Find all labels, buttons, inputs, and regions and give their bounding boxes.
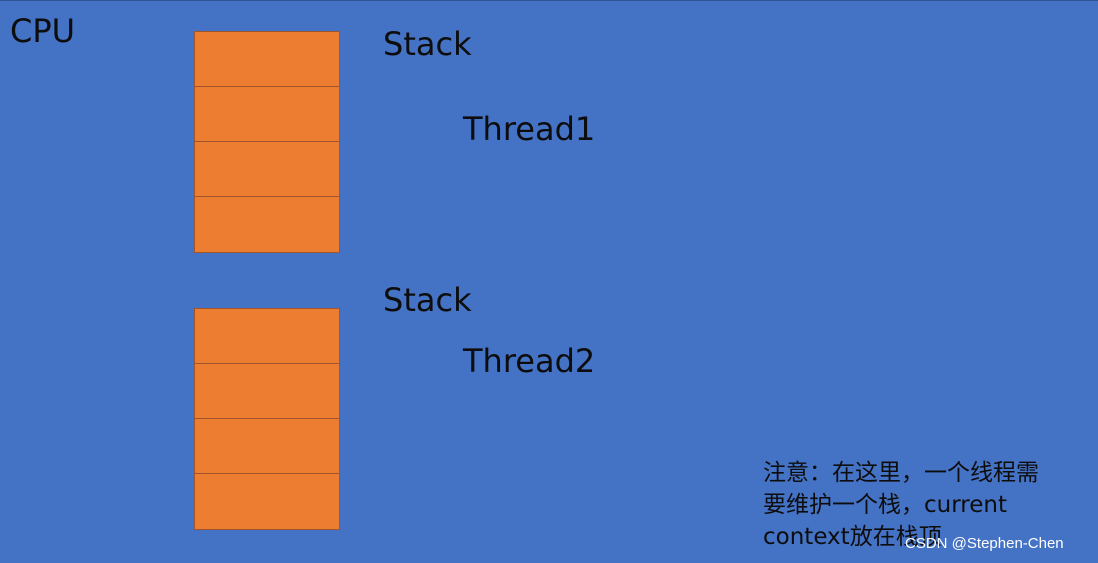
cpu-label: CPU	[10, 12, 76, 50]
watermark: CSDN @Stephen-Chen	[905, 535, 1064, 552]
stack-cell	[195, 419, 339, 474]
stack-cell	[195, 309, 339, 364]
note-text: 注意：在这里，一个线程需 要维护一个栈，current context放在栈顶	[763, 457, 1083, 553]
stack1-label: Stack	[383, 25, 472, 63]
top-border	[0, 0, 1098, 1]
stack2-label: Stack	[383, 281, 472, 319]
stack-cell	[195, 87, 339, 142]
stack-cell	[195, 197, 339, 252]
thread2-label: Thread2	[463, 342, 596, 380]
note-line-2: 要维护一个栈，current	[763, 492, 1007, 518]
thread1-stack	[194, 31, 340, 253]
stack-cell	[195, 474, 339, 529]
note-line-3: context放在栈顶	[763, 524, 942, 550]
thread2-stack	[194, 308, 340, 530]
stack-cell	[195, 142, 339, 197]
note-line-1: 注意：在这里，一个线程需	[763, 460, 1039, 486]
stack-cell	[195, 364, 339, 419]
stack-cell	[195, 32, 339, 87]
thread1-label: Thread1	[463, 110, 596, 148]
